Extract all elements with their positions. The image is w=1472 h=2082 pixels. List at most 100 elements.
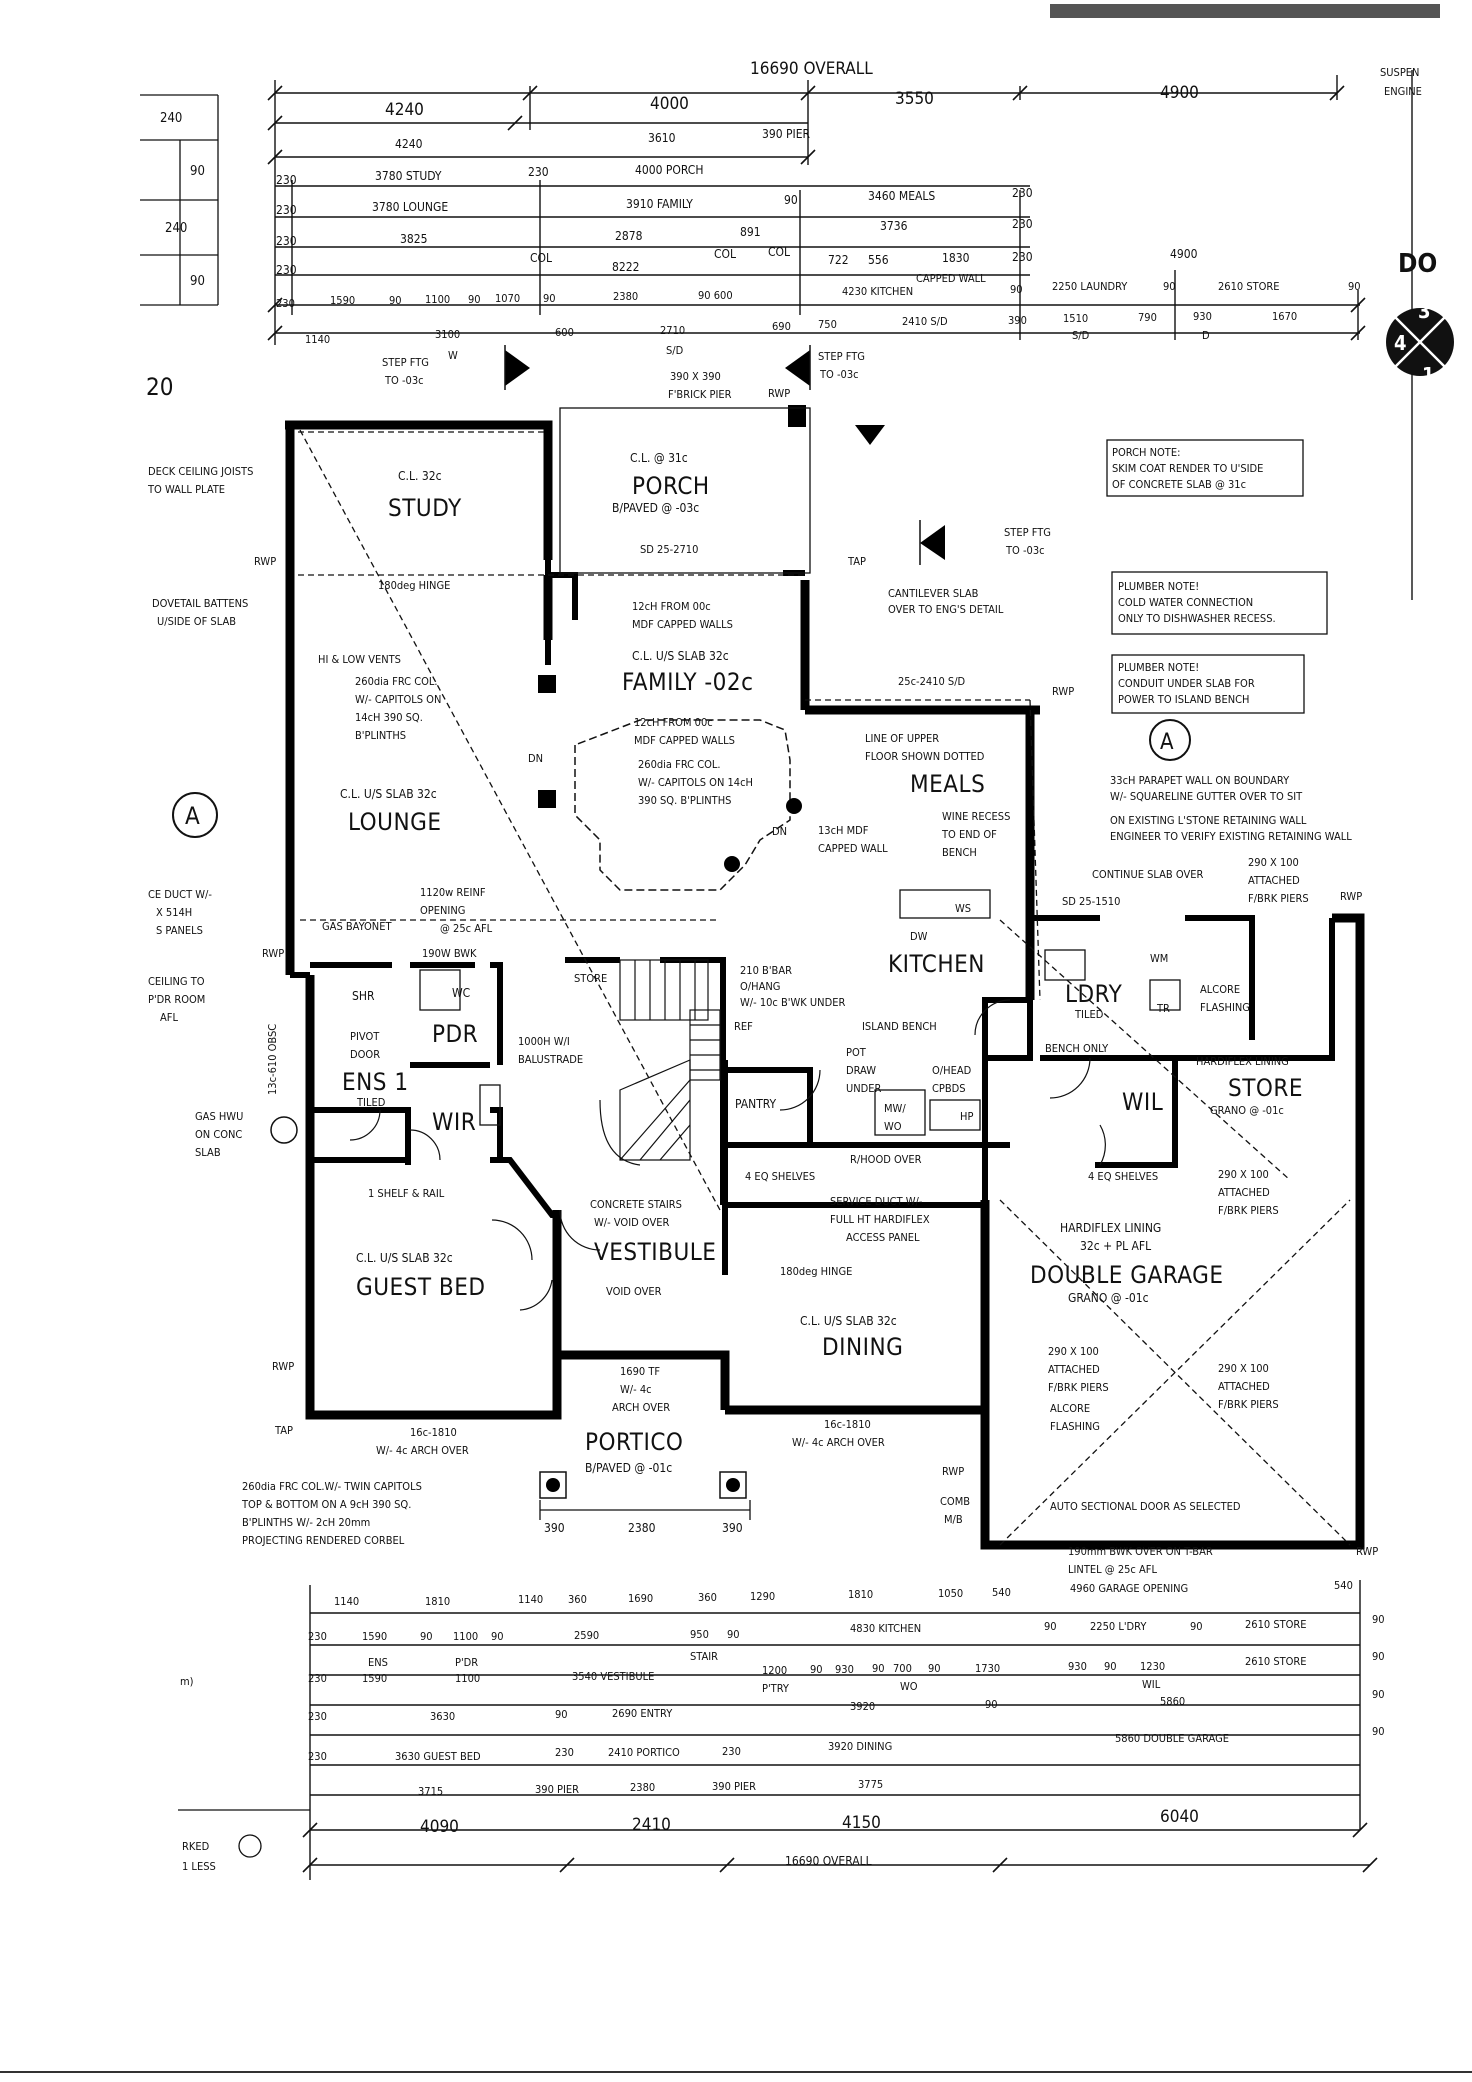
svg-text:P'DR ROOM: P'DR ROOM [148, 993, 205, 1006]
step-ftg-mid-note: STEP FTG TO -03c [818, 350, 865, 381]
shr-label: SHR [352, 989, 375, 1003]
svg-text:WO: WO [884, 1120, 902, 1133]
upper-floor-dotted-line [298, 429, 1351, 1546]
bot-r2-230: 230 [308, 1630, 327, 1643]
bot-r3-1200: 1200 [762, 1664, 787, 1677]
comb-mb-label: COMB M/B [940, 1495, 970, 1526]
porch-slab-outline [559, 407, 811, 574]
right-margin-suspen: SUSPEN [1380, 66, 1419, 79]
bot-r2-ldry: 2250 L'DRY [1090, 1620, 1147, 1633]
top-dim-r8-790: 790 [1138, 311, 1157, 324]
dining-label: DINING [822, 1333, 903, 1361]
svg-text:W/- SQUARELINE GUTTER OVER TO: W/- SQUARELINE GUTTER OVER TO SIT [1110, 790, 1303, 803]
top-dim-r8-750: 750 [818, 318, 837, 331]
balustrade-note: 1000H W/I BALUSTRADE [518, 1035, 583, 1066]
bwk-190: 190W BWK [422, 947, 477, 960]
bot-r1-1810a: 1810 [425, 1595, 450, 1608]
bot-r1-540b: 540 [1334, 1579, 1353, 1592]
top-dim-4900: 4900 [1160, 83, 1199, 103]
portico-columns [539, 1471, 747, 1499]
bot-r2-store: 2610 STORE [1245, 1618, 1307, 1631]
hi-lo-vents: HI & LOW VENTS [318, 653, 401, 666]
top-dim-r8-1670: 1670 [1272, 310, 1297, 323]
svg-text:TO END OF: TO END OF [941, 828, 997, 841]
svg-text:FLOOR SHOWN DOTTED: FLOOR SHOWN DOTTED [865, 750, 985, 763]
bot-r3-700: 700 [893, 1662, 912, 1675]
svg-text:COMB: COMB [940, 1495, 970, 1508]
svg-text:CANTILEVER SLAB: CANTILEVER SLAB [888, 587, 979, 600]
hinge-vestibule: 180deg HINGE [780, 1265, 852, 1278]
top-dim-ticks [267, 85, 1366, 341]
guest-cl: C.L. U/S SLAB 32c [356, 1251, 453, 1265]
pdr-label: PDR [432, 1020, 478, 1048]
svg-text:BENCH: BENCH [942, 846, 977, 859]
bot-r5-portico: 2410 PORTICO [608, 1746, 680, 1759]
top-dim-r4-90: 90 [784, 193, 798, 207]
bot-r4-3630: 3630 [430, 1710, 455, 1723]
svg-text:16c-1810: 16c-1810 [410, 1426, 457, 1439]
svg-text:PLUMBER NOTE!: PLUMBER NOTE! [1118, 580, 1199, 593]
bot-r3-stair: STAIR [690, 1650, 718, 1663]
porch-cl: C.L. @ 31c [630, 451, 688, 465]
top-dim-r3-porch: 4000 PORCH [635, 163, 703, 177]
top-dim-r8-600: 600 [555, 326, 574, 339]
svg-text:PORCH NOTE:: PORCH NOTE: [1112, 446, 1180, 459]
svg-text:260dia FRC COL.W/- TWIN CAPITO: 260dia FRC COL.W/- TWIN CAPITOLS [242, 1480, 422, 1493]
svg-text:260dia FRC COL.: 260dia FRC COL. [355, 675, 438, 688]
tap-guest: TAP [274, 1424, 293, 1437]
ce-duct-note: CE DUCT W/- X 514H S PANELS [148, 888, 212, 937]
dovetail-note: DOVETAIL BATTENS U/SIDE OF SLAB [152, 597, 248, 628]
rwp-garage: RWP [1356, 1545, 1378, 1558]
hp-label: HP [960, 1110, 973, 1123]
top-dim-3550: 3550 [895, 89, 934, 109]
top-dim-r3-230a: 230 [276, 173, 297, 187]
top-dim-r5-2878: 2878 [615, 229, 643, 243]
right-margin-do: DO [1398, 249, 1437, 279]
bot-r3-90a: 90 [810, 1663, 823, 1676]
top-dim-r8-d: D [1202, 329, 1210, 342]
bot-r3-230: 230 [308, 1672, 327, 1685]
obsc-window: 13c-610 OBSC [266, 1024, 279, 1095]
plumber-note1-box [1111, 571, 1328, 635]
bot-r1-540a: 540 [992, 1586, 1011, 1599]
rwp-meals: RWP [1052, 685, 1074, 698]
portico-dim-2380: 2380 [628, 1521, 656, 1535]
svg-text:12cH FROM 00c: 12cH FROM 00c [632, 600, 711, 613]
internal-walls [290, 560, 1335, 1545]
arch-over-guest: 16c-1810 W/- 4c ARCH OVER [376, 1426, 469, 1457]
pantry-label: PANTRY [735, 1097, 777, 1111]
svg-text:13cH MDF: 13cH MDF [818, 824, 869, 837]
top-dim-r5-col3: COL [768, 245, 790, 259]
svg-text:CONCRETE STAIRS: CONCRETE STAIRS [590, 1198, 682, 1211]
svg-text:ENGINEER TO VERIFY EXISTING RE: ENGINEER TO VERIFY EXISTING RETAINING WA… [1110, 830, 1352, 843]
top-dim-r3-230b: 230 [528, 165, 549, 179]
svg-text:DOOR: DOOR [350, 1048, 380, 1061]
ldry-sub: TILED [1074, 1008, 1104, 1021]
attached-piers-3: 290 X 100 ATTACHED F/BRK PIERS [1048, 1345, 1109, 1394]
bot-r4-90: 90 [555, 1708, 568, 1721]
svg-text:CEILING TO: CEILING TO [148, 975, 205, 988]
bot-r7-4150: 4150 [842, 1813, 881, 1833]
bot-r3-ens: ENS [368, 1656, 388, 1669]
svg-text:DOVETAIL BATTENS: DOVETAIL BATTENS [152, 597, 248, 610]
deck-joists-note: DECK CEILING JOISTS TO WALL PLATE [147, 465, 253, 496]
bot-r4-entry: 2690 ENTRY [612, 1707, 673, 1720]
shelf-rail: 1 SHELF & RAIL [368, 1187, 445, 1200]
step-ftg-arrows [505, 350, 945, 560]
top-dim-r7-1100: 1100 [425, 293, 450, 306]
svg-text:12cH FROM 00c: 12cH FROM 00c [634, 716, 713, 729]
svg-text:DECK CEILING JOISTS: DECK CEILING JOISTS [148, 465, 253, 478]
bot-r5-230c: 230 [722, 1745, 741, 1758]
bottom-dim-ticks [302, 1822, 1378, 1873]
svg-text:COLD WATER CONNECTION: COLD WATER CONNECTION [1118, 596, 1253, 609]
left-margin-240a: 240 [160, 111, 182, 126]
top-dim-r8-1140: 1140 [305, 333, 330, 346]
top-dim-r6-8222: 8222 [612, 260, 639, 274]
svg-text:OF CONCRETE SLAB @ 31c: OF CONCRETE SLAB @ 31c [1112, 478, 1246, 491]
garage-lining2: 32c + PL AFL [1080, 1239, 1151, 1253]
meals-label: MEALS [910, 770, 985, 798]
bot-r6-3715: 3715 [418, 1785, 443, 1798]
svg-text:F'BRICK PIER: F'BRICK PIER [668, 388, 732, 401]
top-overall-dim: 16690 OVERALL [750, 59, 873, 79]
island-bench: ISLAND BENCH [862, 1020, 937, 1033]
